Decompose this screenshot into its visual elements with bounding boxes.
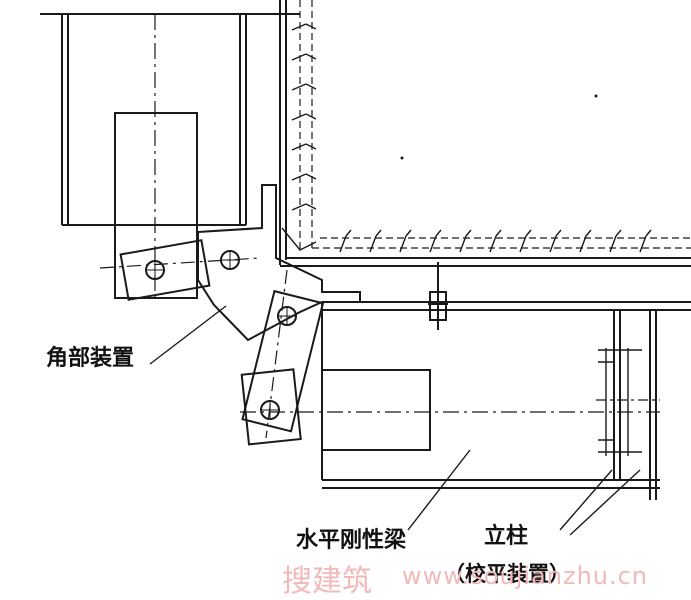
label-corner-device: 角部装置 [46,346,135,371]
leader-column-2 [569,469,641,536]
watermark-cn: 搜建筑 [282,564,372,599]
corner-plate [197,184,361,342]
leader-corner-device [149,305,227,365]
clip-plate [240,368,302,446]
tank-wall-vertical [279,0,317,265]
pin-1 [145,260,165,280]
tank-wall-horizontal [280,227,691,267]
pin-3 [277,306,297,326]
label-column: 立柱 [484,524,529,549]
left-top-column [61,14,247,300]
pin-axis-lower [265,269,288,439]
link-plate-upper [119,239,211,301]
column-end-plate [114,112,198,299]
drawing-lines [40,0,691,536]
anchor-bolt [428,262,448,330]
watermark-url: www.soujianzhu.cn [402,562,649,590]
column-i-section [596,310,660,500]
label-horizontal-beam: 水平刚性梁 [296,528,407,553]
horizontal-rigid-beam [240,301,691,489]
pin-2 [220,250,240,270]
leader-column-1 [559,469,613,531]
label-leveling-device: （校平装置） [444,562,570,586]
link-plate-lower [241,289,325,433]
pin-4 [260,400,280,420]
beam-end-block [321,369,431,451]
leader-beam [407,449,471,531]
